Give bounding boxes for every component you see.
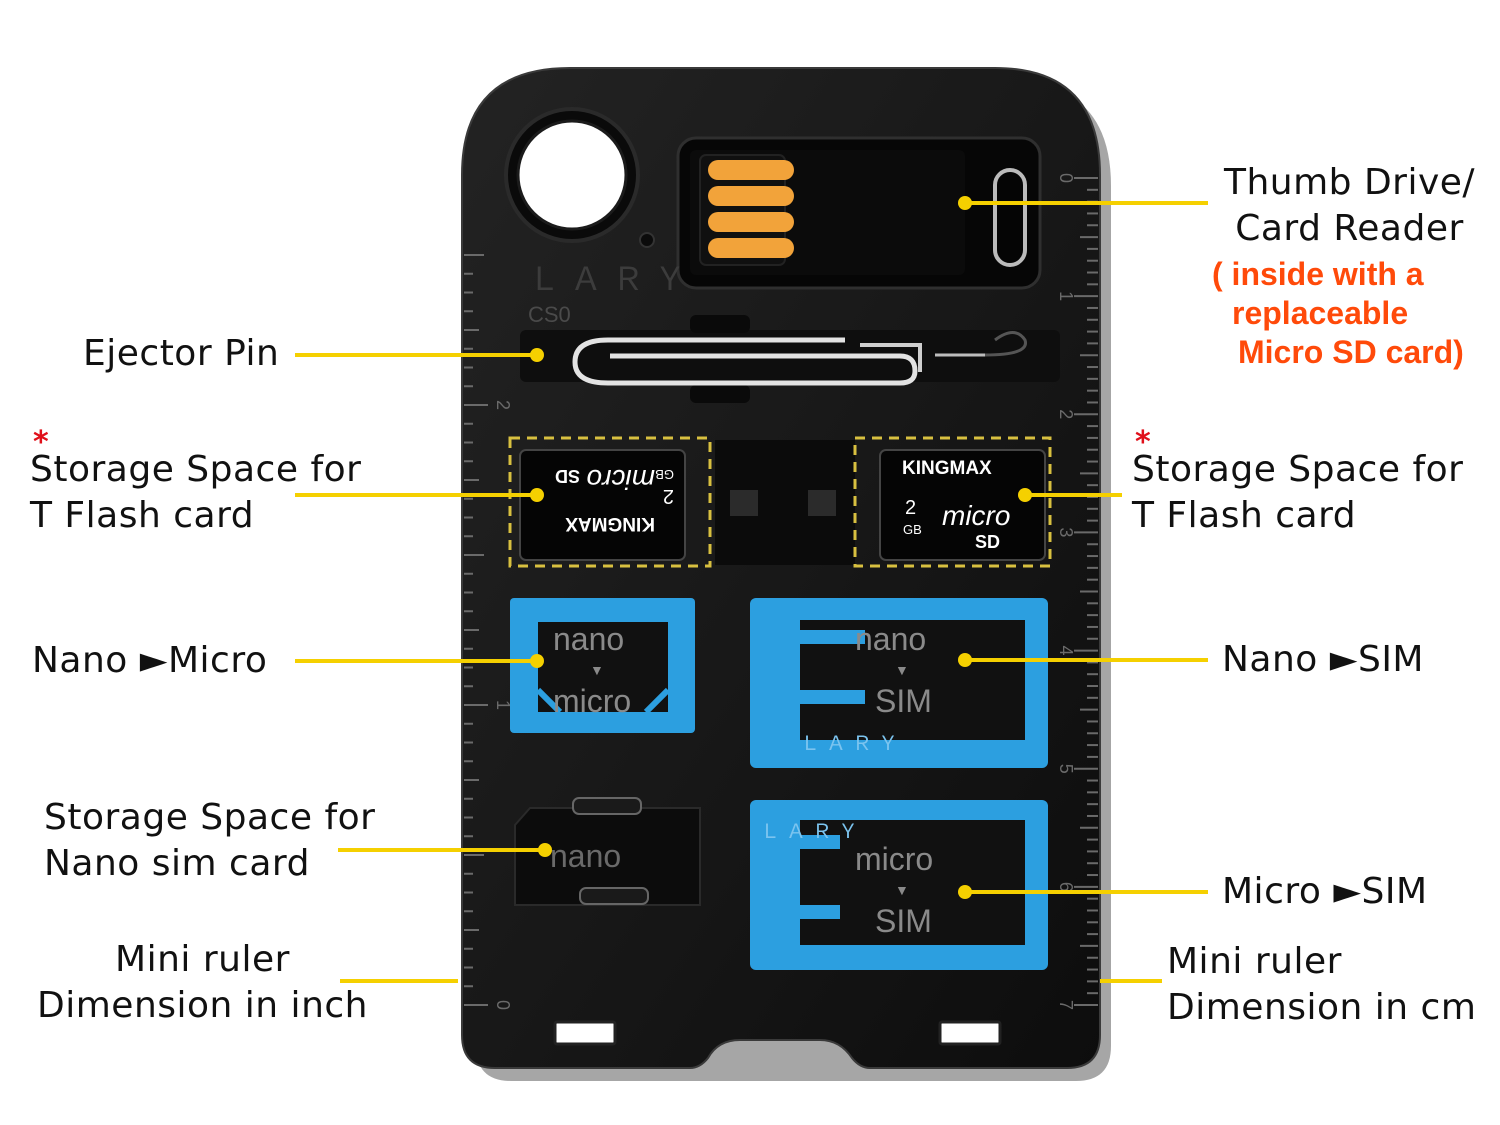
label-thumb-drive-line2: Card Reader xyxy=(1235,208,1464,249)
svg-text:▼: ▼ xyxy=(590,662,604,678)
label-ruler-cm: Mini ruler Dimension in cm xyxy=(1167,939,1476,1031)
nano-sim-adapter: nano ▼ SIM ＬＡＲＹ xyxy=(750,598,1048,768)
svg-text:micro: micro xyxy=(553,683,631,719)
asterisk-right: * xyxy=(1135,425,1151,460)
label-tflash-left-line2: T Flash card xyxy=(30,495,255,536)
ruler-cm-label: 3 xyxy=(1056,527,1076,537)
svg-text:ＬＡＲＹ: ＬＡＲＹ xyxy=(760,821,864,843)
leader-dot-nano-storage xyxy=(538,843,552,857)
leader-dot-nano-micro xyxy=(530,654,544,668)
ruler-cm-label: 0 xyxy=(1056,173,1076,183)
svg-text:micro: micro xyxy=(587,464,655,495)
label-thumb-drive: Thumb Drive/ Card Reader xyxy=(1212,160,1487,252)
usb-contact xyxy=(708,160,794,180)
label-ruler-cm-line1: Mini ruler xyxy=(1167,941,1342,982)
nano-sim-storage: nano xyxy=(514,797,701,906)
label-ruler-cm-line2: Dimension in cm xyxy=(1167,987,1477,1028)
svg-text:GB: GB xyxy=(655,467,674,482)
small-dot xyxy=(639,232,655,248)
label-tflash-left-line1: Storage Space for xyxy=(30,449,362,490)
label-tflash-right: Storage Space for T Flash card xyxy=(1132,447,1463,539)
ruler-cm-label: 5 xyxy=(1056,764,1076,774)
svg-text:SIM: SIM xyxy=(875,903,932,939)
svg-text:SIM: SIM xyxy=(875,683,932,719)
usb-contact xyxy=(708,186,794,206)
label-ruler-inch-line2: Dimension in inch xyxy=(37,985,368,1026)
card-brand: ＬＡＲＹ xyxy=(528,261,696,297)
leader-dot-ejector-pin xyxy=(530,348,544,362)
leader-dot-tflash-right xyxy=(1018,488,1032,502)
label-nano-storage-line2: Nano sim card xyxy=(44,843,310,884)
ruler-inch-label: 1 xyxy=(493,700,513,710)
svg-text:2: 2 xyxy=(663,485,674,507)
svg-text:nano: nano xyxy=(855,621,926,657)
usb-contact xyxy=(708,212,794,232)
bottom-slot xyxy=(938,1020,1002,1046)
svg-text:nano: nano xyxy=(553,621,624,657)
leader-dot-tflash-left xyxy=(530,488,544,502)
label-nano-micro: Nano ►Micro xyxy=(32,640,268,681)
label-nano-storage: Storage Space for Nano sim card xyxy=(44,795,375,887)
svg-text:ＬＡＲＹ: ＬＡＲＹ xyxy=(800,733,904,755)
ruler-cm-label: 6 xyxy=(1056,882,1076,892)
svg-text:▼: ▼ xyxy=(895,882,909,898)
leader-dot-micro-sim xyxy=(958,885,972,899)
asterisk-left: * xyxy=(33,425,49,460)
microsd-icon xyxy=(730,490,758,516)
ruler-cm: 0 1 2 3 4 5 6 7 xyxy=(1056,173,1098,1010)
tflash-card-right: KINGMAX 2 GB micro SD xyxy=(853,436,1052,568)
label-tflash-right-line2: T Flash card xyxy=(1132,495,1357,536)
microsd-icon xyxy=(808,490,836,516)
svg-text:nano: nano xyxy=(550,838,621,874)
ruler-inch: 0 1 2 xyxy=(464,254,513,1010)
keyring-hole-inner xyxy=(516,119,628,231)
usb-contact xyxy=(708,238,794,258)
label-ruler-inch: Mini ruler Dimension in inch xyxy=(30,937,375,1029)
label-tflash-left: Storage Space for T Flash card xyxy=(30,447,361,539)
svg-text:2: 2 xyxy=(905,497,916,519)
ruler-cm-label: 2 xyxy=(1056,409,1076,419)
note-line1: ( inside with a xyxy=(1212,256,1424,292)
label-thumb-drive-note: ( inside with a replaceable Micro SD car… xyxy=(1212,255,1464,372)
ejector-pin xyxy=(520,315,1060,403)
card-model: CS0 xyxy=(528,302,571,327)
ruler-cm-label: 7 xyxy=(1056,1000,1076,1010)
label-tflash-right-line1: Storage Space for xyxy=(1132,449,1464,490)
svg-text:KINGMAX: KINGMAX xyxy=(902,458,992,479)
label-micro-sim: Micro ►SIM xyxy=(1222,871,1428,912)
tflash-card-left: KINGMAX micro SD 2 GB xyxy=(508,436,712,568)
ruler-inch-label: 2 xyxy=(493,400,513,410)
bottom-slot xyxy=(553,1020,617,1046)
label-ejector-pin: Ejector Pin xyxy=(83,333,280,374)
leader-lines xyxy=(295,196,1208,983)
svg-text:GB: GB xyxy=(903,522,922,537)
ruler-cm-label: 4 xyxy=(1056,646,1076,656)
leader-dot-thumb-drive xyxy=(958,196,972,210)
svg-text:▼: ▼ xyxy=(895,662,909,678)
label-thumb-drive-line1: Thumb Drive/ xyxy=(1223,162,1476,203)
leader-dot-nano-sim xyxy=(958,653,972,667)
ruler-cm-label: 1 xyxy=(1056,291,1076,301)
ruler-inch-label: 0 xyxy=(493,1000,513,1010)
label-nano-storage-line1: Storage Space for xyxy=(44,797,376,838)
svg-text:micro: micro xyxy=(942,500,1010,531)
svg-text:KINGMAX: KINGMAX xyxy=(565,513,655,534)
nano-micro-adapter: nano ▼ micro xyxy=(510,598,695,733)
label-nano-sim: Nano ►SIM xyxy=(1222,639,1424,680)
svg-text:SD: SD xyxy=(555,466,580,486)
thumb-drive xyxy=(676,136,1042,290)
svg-text:micro: micro xyxy=(855,841,933,877)
label-ruler-inch-line1: Mini ruler xyxy=(115,939,290,980)
micro-sim-adapter: micro ▼ SIM ＬＡＲＹ xyxy=(750,800,1048,970)
note-line3: Micro SD card) xyxy=(1238,334,1464,370)
svg-text:SD: SD xyxy=(975,532,1000,552)
note-line2: replaceable xyxy=(1232,295,1409,331)
